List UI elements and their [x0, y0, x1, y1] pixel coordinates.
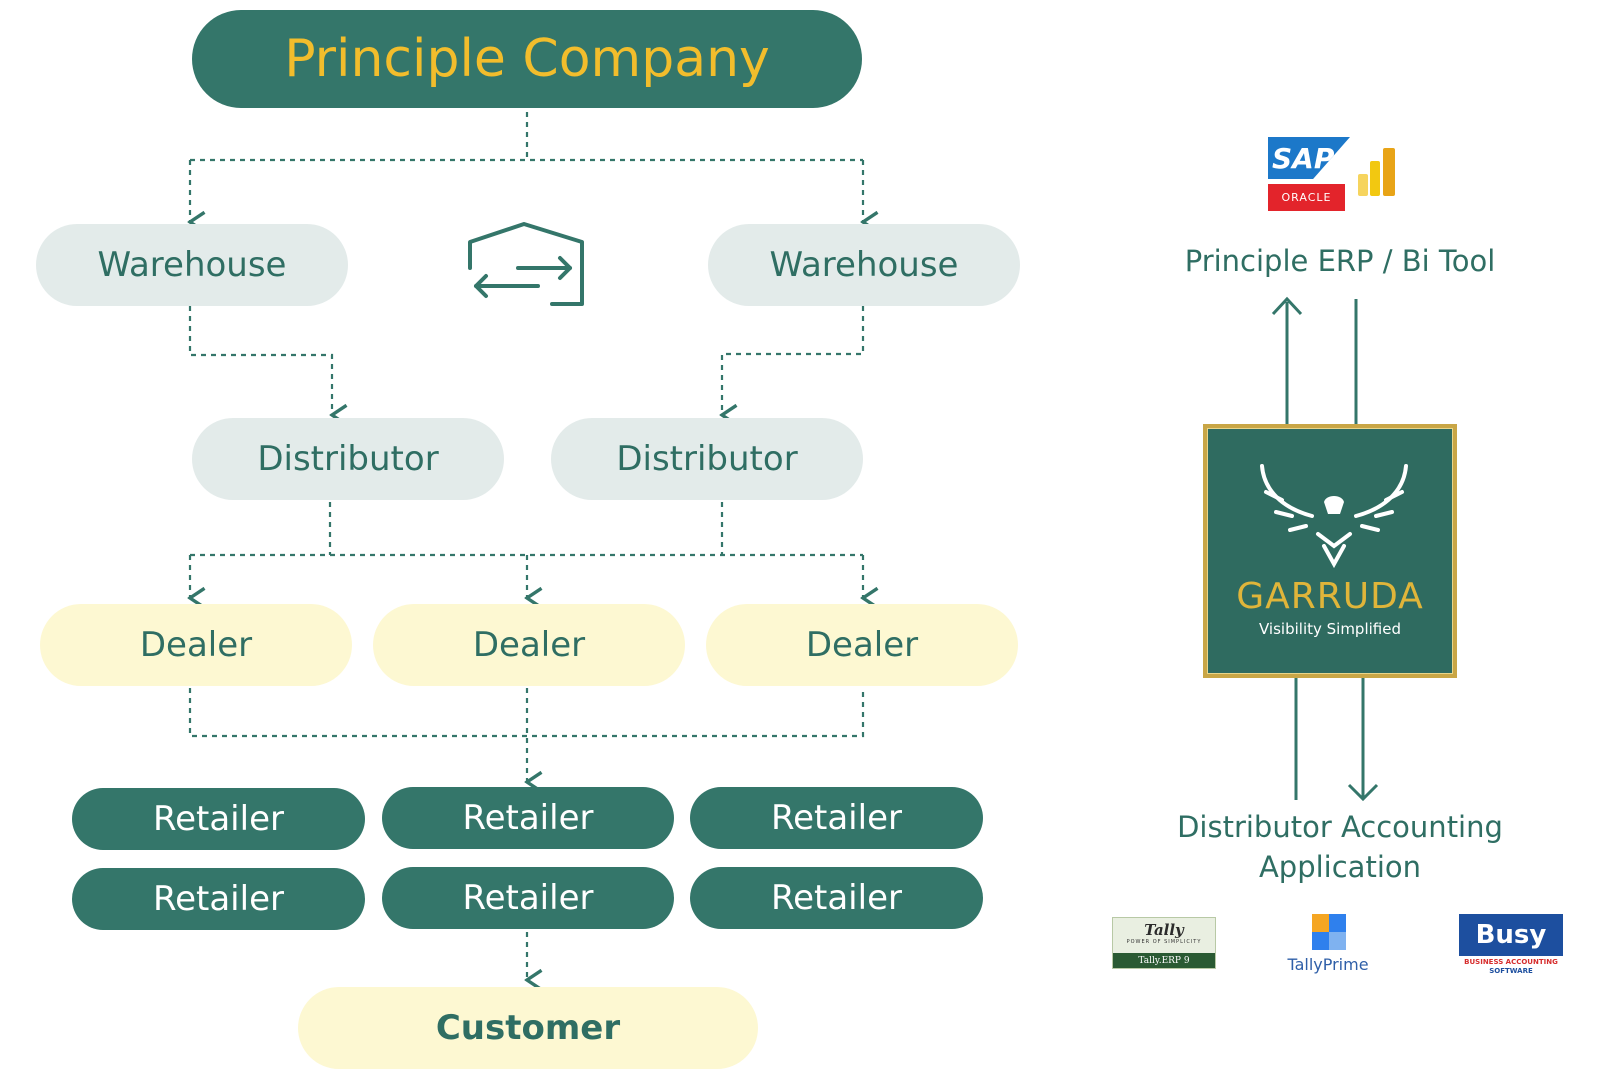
tally-product-bar: Tally.ERP 9	[1113, 953, 1215, 968]
distributor-node-left: Distributor	[192, 418, 504, 500]
oracle-logo: ORACLE	[1268, 184, 1345, 211]
retailer-node-6: Retailer	[690, 867, 983, 929]
retailer-node-2: Retailer	[382, 787, 674, 849]
warehouse-transfer-icon	[468, 222, 584, 306]
busy-brand: Busy	[1475, 920, 1547, 950]
retailer-node-5: Retailer	[382, 867, 674, 929]
oracle-logo-text: ORACLE	[1281, 191, 1332, 204]
busy-tagline-line1: BUSINESS ACCOUNTING	[1464, 958, 1558, 966]
erp-label: Principle ERP / Bi Tool	[1184, 244, 1496, 278]
eagle-icon	[1260, 464, 1408, 569]
dealer-node-2: Dealer	[373, 604, 685, 686]
tally-brand: Tally	[1144, 921, 1184, 939]
warehouse-node-right: Warehouse	[708, 224, 1020, 306]
distributor-node-right: Distributor	[551, 418, 863, 500]
accounting-label-line1: Distributor Accounting	[1177, 810, 1503, 844]
tally-tagline: POWER OF SIMPLICITY	[1126, 939, 1202, 945]
garruda-tagline: Visibility Simplified	[1259, 620, 1401, 638]
tally-erp9-logo: Tally POWER OF SIMPLICITY Tally.ERP 9	[1112, 917, 1216, 969]
warehouse-node-left: Warehouse	[36, 224, 348, 306]
garruda-box: GARRUDA Visibility Simplified	[1203, 424, 1457, 678]
busy-logo: Busy	[1459, 914, 1563, 956]
tallyprime-label: TallyPrime	[1287, 955, 1369, 974]
dealer-node-3: Dealer	[706, 604, 1018, 686]
tally-product: Tally.ERP 9	[1138, 955, 1190, 966]
dealer-node-1: Dealer	[40, 604, 352, 686]
retailer-node-1: Retailer	[72, 788, 365, 850]
busy-tagline-line2: SOFTWARE	[1489, 967, 1533, 975]
principal-company-node: Principle Company	[192, 10, 862, 108]
garruda-title: GARRUDA	[1236, 576, 1424, 617]
accounting-label-line2: Application	[1258, 850, 1422, 884]
powerbi-icon	[1358, 148, 1395, 196]
customer-node: Customer	[298, 987, 758, 1069]
retailer-node-4: Retailer	[72, 868, 365, 930]
retailer-node-3: Retailer	[690, 787, 983, 849]
tallyprime-icon	[1312, 914, 1346, 950]
